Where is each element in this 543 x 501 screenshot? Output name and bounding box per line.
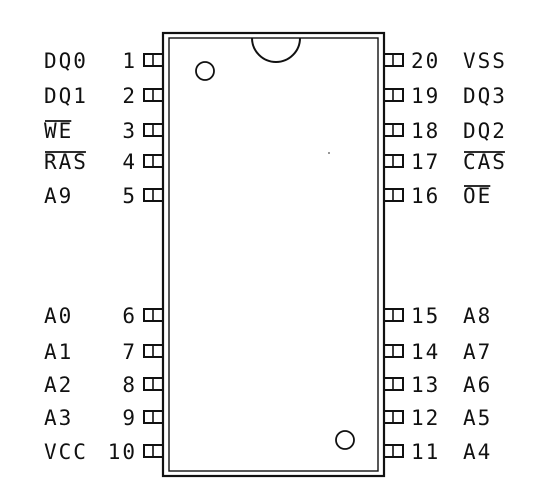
right-pin-group: 20 VSS 19 DQ3 18 DQ2 17 CAS 16 OE 15 A8 14 A7 13 A6 12 A5… <box>383 49 507 464</box>
signal-name-label: A1 <box>44 340 73 364</box>
signal-name-label: A7 <box>463 340 492 364</box>
bottom-marker-circle <box>335 430 355 450</box>
signal-name-label: A5 <box>463 406 492 430</box>
right-pin-lead-13 <box>383 377 404 391</box>
pin-number-label: 4 <box>122 150 137 174</box>
left-pin-lead-3 <box>143 123 164 137</box>
pin-number-label: 5 <box>122 184 137 208</box>
signal-name-label: VSS <box>463 49 507 73</box>
right-pin-16: 16 OE <box>383 184 492 208</box>
left-pin-group: 1 DQ0 2 DQ1 3 WE 4 RAS 5 A9 6 A0 7 A1 8 A2 9 A3 10 VCC <box>44 49 164 464</box>
pin-number-label: 12 <box>411 406 440 430</box>
right-pin-lead-16 <box>383 188 404 202</box>
pin-number-label: 19 <box>411 84 440 108</box>
signal-name-label: CAS <box>463 150 507 174</box>
pin-number-label: 14 <box>411 340 440 364</box>
left-pin-lead-7 <box>143 344 164 358</box>
right-pin-lead-20 <box>383 53 404 67</box>
left-pin-lead-5 <box>143 188 164 202</box>
pin-number-label: 18 <box>411 119 440 143</box>
right-pin-14: 14 A7 <box>383 340 492 364</box>
left-pin-3: 3 WE <box>44 119 164 143</box>
scan-speck <box>328 152 330 154</box>
pin1-indicator-circle <box>195 61 215 81</box>
signal-name-label: A8 <box>463 304 492 328</box>
pin-number-label: 3 <box>122 119 137 143</box>
package-outer-outline <box>161 31 386 478</box>
left-pin-lead-4 <box>143 154 164 168</box>
signal-name-label: DQ0 <box>44 49 88 73</box>
right-pin-lead-19 <box>383 88 404 102</box>
signal-name-label: DQ1 <box>44 84 88 108</box>
right-pin-17: 17 CAS <box>383 150 507 174</box>
signal-name-label: A2 <box>44 373 73 397</box>
left-pin-6: 6 A0 <box>44 304 164 328</box>
right-pin-13: 13 A6 <box>383 373 492 397</box>
left-pin-lead-6 <box>143 308 164 322</box>
chip-package <box>161 31 386 478</box>
pin-number-label: 15 <box>411 304 440 328</box>
left-pin-lead-8 <box>143 377 164 391</box>
right-pin-11: 11 A4 <box>383 440 492 464</box>
signal-name-label: A0 <box>44 304 73 328</box>
left-pin-8: 8 A2 <box>44 373 164 397</box>
pin-number-label: 2 <box>122 84 137 108</box>
left-pin-lead-9 <box>143 410 164 424</box>
pin-number-label: 13 <box>411 373 440 397</box>
signal-name-label: A9 <box>44 184 73 208</box>
left-pin-5: 5 A9 <box>44 184 164 208</box>
right-pin-lead-14 <box>383 344 404 358</box>
left-pin-1: 1 DQ0 <box>44 49 164 73</box>
signal-name-label: VCC <box>44 440 88 464</box>
right-pin-lead-11 <box>383 444 404 458</box>
pin-number-label: 6 <box>122 304 137 328</box>
signal-name-label: RAS <box>44 150 88 174</box>
right-pin-lead-12 <box>383 410 404 424</box>
left-pin-2: 2 DQ1 <box>44 84 164 108</box>
pin-number-label: 17 <box>411 150 440 174</box>
pin-number-label: 1 <box>122 49 137 73</box>
right-pin-lead-15 <box>383 308 404 322</box>
left-pin-10: 10 VCC <box>44 440 164 464</box>
right-pin-18: 18 DQ2 <box>383 119 507 143</box>
pin-number-label: 9 <box>122 406 137 430</box>
left-pin-9: 9 A3 <box>44 406 164 430</box>
orientation-notch <box>251 37 301 63</box>
left-pin-lead-10 <box>143 444 164 458</box>
right-pin-lead-18 <box>383 123 404 137</box>
left-pin-lead-2 <box>143 88 164 102</box>
signal-name-label: DQ2 <box>463 119 507 143</box>
pin-number-label: 11 <box>411 440 440 464</box>
signal-name-label: A6 <box>463 373 492 397</box>
signal-name-label: WE <box>44 119 73 143</box>
right-pin-lead-17 <box>383 154 404 168</box>
signal-name-label: A3 <box>44 406 73 430</box>
pin-number-label: 20 <box>411 49 440 73</box>
pin-number-label: 16 <box>411 184 440 208</box>
pin-number-label: 10 <box>108 440 137 464</box>
pin-number-label: 8 <box>122 373 137 397</box>
signal-name-label: OE <box>463 184 492 208</box>
left-pin-4: 4 RAS <box>44 150 164 174</box>
package-inner-outline <box>168 37 379 472</box>
signal-name-label: A4 <box>463 440 492 464</box>
right-pin-15: 15 A8 <box>383 304 492 328</box>
right-pin-12: 12 A5 <box>383 406 492 430</box>
left-pin-7: 7 A1 <box>44 340 164 364</box>
pin-number-label: 7 <box>122 340 137 364</box>
signal-name-label: DQ3 <box>463 84 507 108</box>
left-pin-lead-1 <box>143 53 164 67</box>
right-pin-20: 20 VSS <box>383 49 507 73</box>
right-pin-19: 19 DQ3 <box>383 84 507 108</box>
